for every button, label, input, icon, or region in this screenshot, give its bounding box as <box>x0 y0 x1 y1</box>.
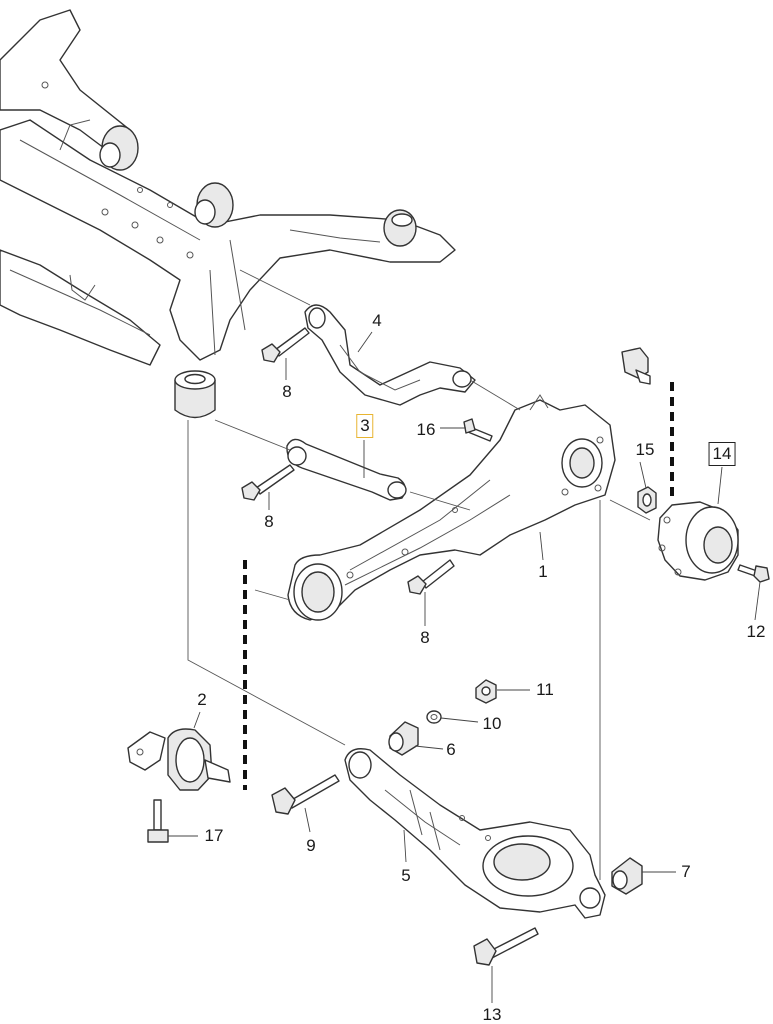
bushing-front-right <box>383 209 417 247</box>
callout-part-8-upper: 8 <box>282 382 292 401</box>
lower-arm-bushing-7 <box>611 857 643 895</box>
bolt-8-middle <box>241 464 295 501</box>
bolt-8-upper <box>261 327 310 363</box>
callout-part-2: 2 <box>197 690 207 709</box>
callout-part-8-lower: 8 <box>420 628 430 647</box>
callout-part-16: 16 <box>416 420 436 439</box>
bolt-17 <box>147 799 169 843</box>
rear-subframe <box>0 9 456 366</box>
callout-part-17: 17 <box>204 826 224 845</box>
callout-part-15: 15 <box>635 440 655 459</box>
bolt-12 <box>737 564 770 583</box>
callout-part-12: 12 <box>746 622 766 641</box>
lower-spring-arm <box>344 748 606 919</box>
callout-part-1: 1 <box>538 562 548 581</box>
bolt-16 <box>463 418 493 442</box>
bolt-9 <box>271 774 340 815</box>
callout-part-9: 9 <box>306 836 316 855</box>
callout-part-7: 7 <box>681 862 691 881</box>
knuckle-trailing-arm <box>287 394 616 621</box>
bushing-front-mid <box>194 182 234 228</box>
lower-arm-bushing-bracket <box>127 728 231 791</box>
callout-part-6: 6 <box>446 740 456 759</box>
bolt-8-lower <box>407 559 455 595</box>
bushing-front-left <box>99 125 139 171</box>
callout-leaders <box>168 331 761 1003</box>
washer-10 <box>426 710 442 724</box>
callout-part-5: 5 <box>401 866 411 885</box>
toe-link-arm <box>286 438 407 501</box>
nut-11 <box>475 679 497 704</box>
lower-arm-bushing-6 <box>388 721 419 756</box>
callout-part-13: 13 <box>482 1005 502 1024</box>
callout-part-8-middle: 8 <box>264 512 274 531</box>
axle-nut <box>637 486 657 514</box>
callout-part-10: 10 <box>482 714 502 733</box>
abs-sensor <box>621 347 651 385</box>
wheel-hub <box>657 501 739 581</box>
callout-part-4: 4 <box>372 311 382 330</box>
callout-part-3: 3 <box>356 414 374 438</box>
bushing-rear-left <box>174 370 216 419</box>
upper-control-arm <box>304 304 476 406</box>
subframe-bushings <box>99 125 417 419</box>
callout-part-11: 11 <box>536 680 554 699</box>
bolt-13 <box>473 927 539 966</box>
callout-part-14: 14 <box>708 442 736 466</box>
assembly-axis-lines <box>187 269 651 880</box>
